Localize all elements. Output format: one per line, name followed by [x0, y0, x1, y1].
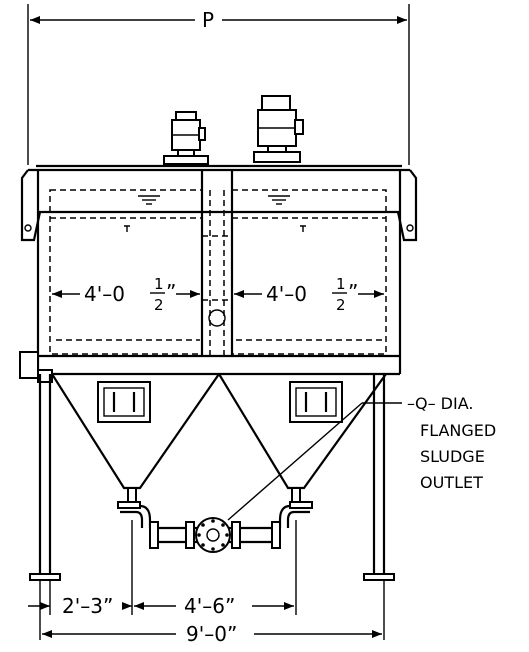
sludge-outlet-piping [117, 501, 313, 553]
callout-line3: SLUDGE [420, 447, 485, 466]
base-width-label: 9'–0” [186, 622, 237, 646]
support-legs [29, 374, 395, 581]
right-cell-width-inch: ” [348, 280, 358, 304]
callout-tag: –Q– DIA. [407, 394, 473, 413]
right-cell-width-num: 1 [336, 275, 346, 293]
left-cell-width-num: 1 [154, 275, 164, 293]
left-cell-width-main: 4'–0 [84, 282, 125, 306]
sludge-outlet-callout: –Q– DIA. FLANGED SLUDGE OUTLET [227, 394, 496, 521]
internal-cells [49, 189, 387, 356]
drive-motor-left [163, 111, 209, 165]
right-cell-width-main: 4'–0 [266, 282, 307, 306]
right-cell-width-den: 2 [336, 296, 346, 314]
callout-line4: OUTLET [420, 473, 483, 492]
sludge-hoppers [51, 373, 387, 503]
outlet-spacing-label: 4'–6” [184, 594, 235, 618]
right-cell-width-dimension: 4'–0 1 2 ” [234, 275, 384, 314]
callout-line2: FLANGED [420, 421, 496, 440]
overall-width-dimension: P [27, 4, 410, 165]
left-cell-width-den: 2 [154, 296, 164, 314]
overall-width-label: P [202, 8, 214, 32]
left-cell-width-inch: ” [166, 280, 176, 304]
tank-body [19, 164, 418, 383]
drive-motor-right [253, 95, 304, 163]
left-cell-width-dimension: 4'–0 1 2 ” [52, 275, 200, 314]
leg-offset-label: 2'–3” [62, 594, 113, 618]
bottom-dimensions: 2'–3” 4'–6” 9'–0” [28, 520, 385, 646]
